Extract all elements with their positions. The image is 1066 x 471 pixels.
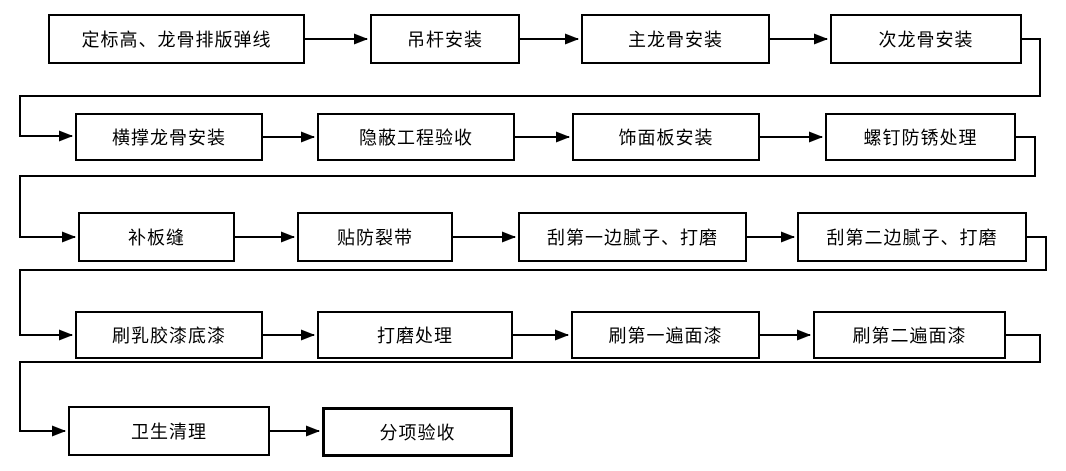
node-first-putty-sanding: 刮第一边腻子、打磨	[518, 212, 747, 262]
connector-wrap-4	[19, 334, 1041, 437]
connector-wrap-1	[19, 38, 1041, 142]
node-latex-primer-coat: 刷乳胶漆底漆	[75, 311, 263, 359]
node-hygiene-cleanup: 卫生清理	[68, 406, 270, 456]
node-concealed-work-acceptance: 隐蔽工程验收	[317, 113, 515, 161]
node-first-topcoat: 刷第一遍面漆	[571, 311, 760, 359]
node-face-panel-install: 饰面板安装	[572, 113, 760, 161]
node-sanding-treatment: 打磨处理	[317, 311, 513, 359]
node-anti-crack-tape: 贴防裂带	[297, 212, 453, 262]
node-patch-board-seams: 补板缝	[78, 212, 235, 262]
node-hanger-rod-install: 吊杆安装	[370, 14, 520, 64]
connector-wrap-2	[19, 136, 1036, 243]
node-second-putty-sanding: 刮第二边腻子、打磨	[797, 212, 1027, 262]
node-screw-rustproof-treatment: 螺钉防锈处理	[825, 113, 1016, 161]
node-set-elevation-keel-layout-line: 定标高、龙骨排版弹线	[48, 14, 305, 64]
node-second-topcoat: 刷第二遍面漆	[813, 311, 1006, 359]
node-secondary-keel-install: 次龙骨安装	[830, 14, 1022, 64]
node-main-keel-install: 主龙骨安装	[581, 14, 770, 64]
node-subitem-acceptance: 分项验收	[322, 407, 513, 457]
connector-wrap-3	[19, 236, 1047, 341]
node-cross-brace-keel-install: 横撑龙骨安装	[75, 113, 263, 161]
